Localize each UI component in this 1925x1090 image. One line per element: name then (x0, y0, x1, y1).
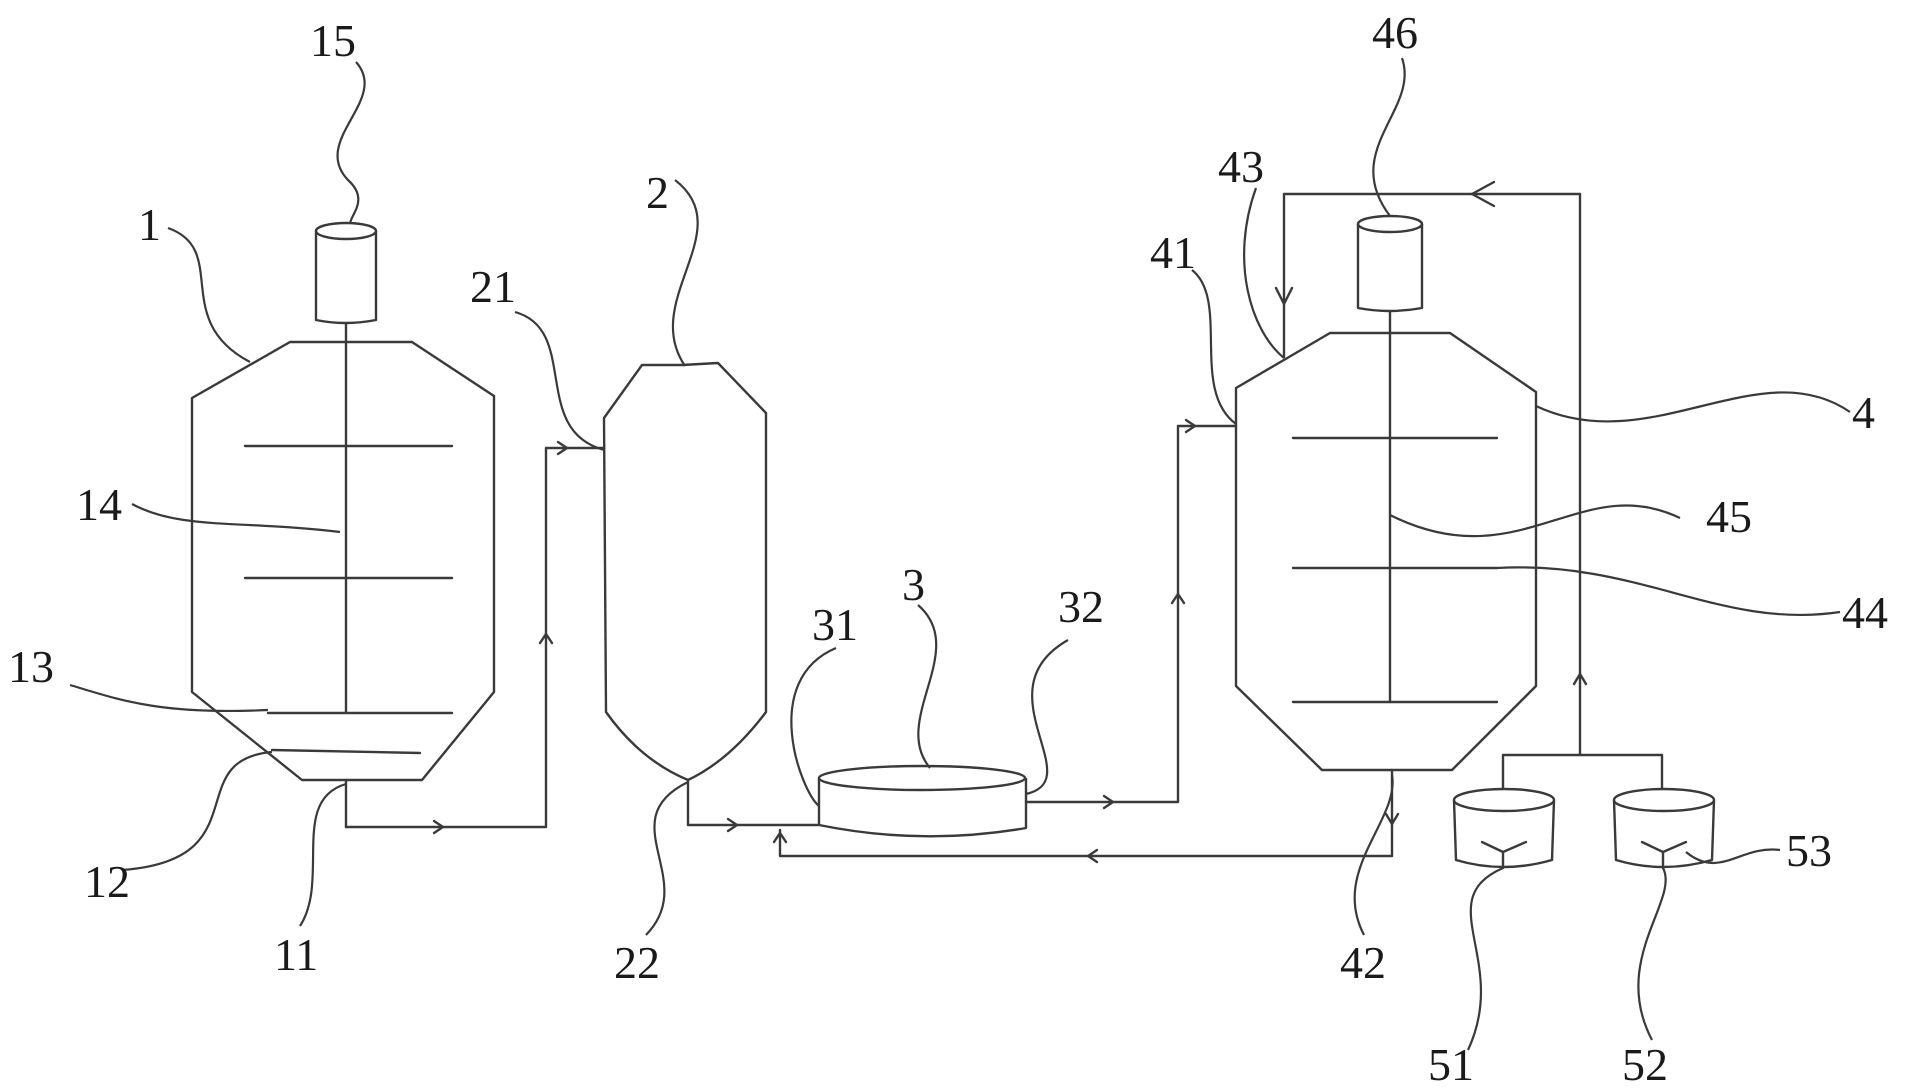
label-3: 3 (902, 559, 925, 610)
leader-15 (338, 62, 365, 224)
vessel-2-body (604, 363, 766, 780)
dosing-tank-52 (1614, 789, 1714, 868)
label-51: 51 (1428, 1039, 1474, 1090)
dosing-tank-51 (1454, 789, 1554, 868)
leader-1 (168, 228, 250, 362)
label-15: 15 (310, 15, 356, 66)
vessel-4-motor (1358, 224, 1422, 311)
pipe-vessel2-to-filter (688, 819, 818, 831)
label-2: 2 (646, 167, 669, 218)
leader-13 (70, 685, 268, 711)
dosing-tank-51-top (1454, 789, 1554, 811)
label-22: 22 (614, 937, 660, 988)
leader-22 (646, 782, 688, 935)
leader-3 (918, 605, 936, 768)
pipe-vessel1-to-vessel2 (346, 442, 604, 833)
leader-2 (673, 180, 698, 366)
leader-4 (1536, 392, 1850, 421)
label-46: 46 (1372, 7, 1418, 58)
leader-32 (1026, 640, 1068, 794)
vessel-4-body (1236, 333, 1536, 770)
label-12: 12 (84, 856, 130, 907)
vessel-2 (604, 363, 766, 825)
label-14: 14 (76, 479, 122, 530)
leader-46 (1373, 58, 1404, 216)
leader-41 (1192, 270, 1236, 424)
pipe-dosing-manifold (1503, 755, 1662, 788)
label-53: 53 (1786, 825, 1832, 876)
vessel-1-bottom-screen (272, 750, 420, 753)
reference-numerals: 15 1 14 13 12 11 21 2 22 31 3 32 46 43 4… (8, 7, 1888, 1090)
label-32: 32 (1058, 581, 1104, 632)
filter-3-top (819, 766, 1025, 790)
label-13: 13 (8, 641, 54, 692)
dosing-tank-52-top (1614, 789, 1714, 811)
label-52: 52 (1622, 1039, 1668, 1090)
leader-44 (1497, 567, 1840, 615)
leader-21 (515, 312, 604, 450)
vessel-4-motor-top (1358, 216, 1422, 232)
leader-lines (70, 58, 1850, 1050)
label-31: 31 (812, 599, 858, 650)
label-43: 43 (1218, 141, 1264, 192)
vessel-1-motor (316, 231, 376, 323)
label-45: 45 (1706, 491, 1752, 542)
vessel-1-motor-top (316, 223, 376, 239)
filter-3 (819, 766, 1026, 836)
label-1: 1 (138, 199, 161, 250)
label-4: 4 (1852, 387, 1875, 438)
label-44: 44 (1842, 587, 1888, 638)
leader-11 (300, 784, 346, 926)
vessel-1-body (192, 342, 494, 780)
label-11: 11 (274, 929, 318, 980)
label-21: 21 (470, 261, 516, 312)
leader-12 (122, 752, 272, 870)
label-42: 42 (1340, 937, 1386, 988)
leader-52 (1638, 868, 1665, 1040)
label-41: 41 (1150, 227, 1196, 278)
leader-14 (132, 504, 340, 532)
pipe-feed-loop (1276, 182, 1586, 755)
leader-51 (1468, 868, 1503, 1050)
leader-43 (1244, 188, 1284, 358)
